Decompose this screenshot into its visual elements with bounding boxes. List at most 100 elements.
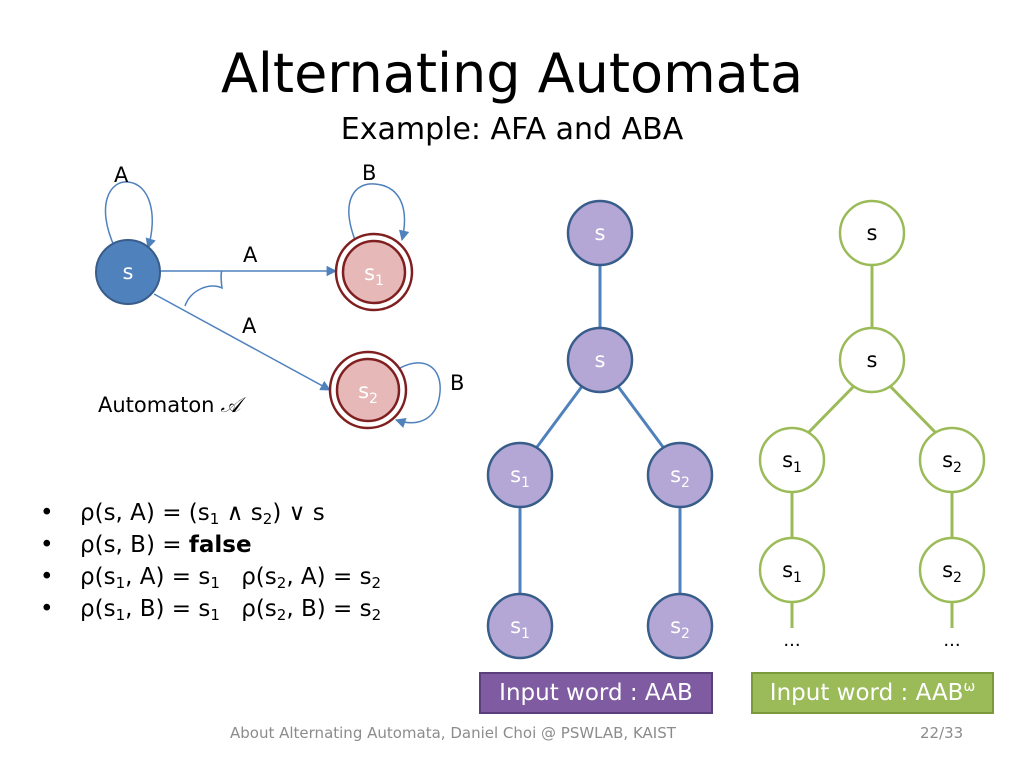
aba-node-mid-label: s [867, 348, 878, 372]
aba-node-root-label: s [867, 221, 878, 245]
conjunction-arc [184, 270, 223, 307]
automaton-caption: Automaton [98, 393, 214, 417]
rule3-p2-sub: 2 [276, 574, 287, 592]
automaton-graph: A B A A B s s1 s2 Autom [95, 161, 464, 430]
rule4-v2: s [359, 596, 372, 622]
state-s1-sub: 1 [375, 273, 384, 289]
page-number: 22/33 [920, 724, 964, 742]
edge-s-to-s2-label: A [242, 314, 257, 338]
afa-node-r2-label: s [670, 614, 681, 638]
aba-input-word-omega: ω [963, 679, 976, 695]
aba-node-root: s [838, 199, 906, 267]
state-s1: s1 [334, 232, 414, 312]
state-s: s [95, 239, 161, 305]
afa-node-l2-label: s [510, 614, 521, 638]
rule1-a: (s [188, 500, 210, 526]
state-s2-label: s [358, 379, 369, 403]
rule4-v2-sub: 2 [371, 606, 382, 624]
rule2-eq: = [162, 532, 182, 558]
loop-s2-label: B [450, 371, 464, 395]
afa-node-l1-sub: 1 [521, 475, 530, 491]
loop-s-label: A [114, 163, 129, 187]
state-s1-label: s [364, 261, 375, 285]
rule4-p1-rest: , B) [125, 596, 165, 622]
svg-text:s2: s2 [942, 448, 962, 476]
afa-node-l2-sub: 1 [521, 626, 530, 642]
aba-node-l1: s1 [758, 426, 826, 494]
rule3-v2: s [359, 564, 372, 590]
rule4-v1: s [198, 596, 211, 622]
svg-text:s1: s1 [782, 448, 802, 476]
afa-node-mid-label: s [595, 348, 606, 372]
afa-node-r1: s2 [646, 441, 714, 509]
rule-item: ρ(s1, B) = s1 ρ(s2, B) = s2 [40, 593, 381, 625]
rule4-p2-sub: 2 [276, 606, 287, 624]
rule3-v1-sub: 1 [210, 574, 220, 592]
afa-node-mid: s [566, 326, 634, 394]
aba-node-r2: s2 [918, 536, 986, 604]
automaton-symbol: 𝒜 [220, 393, 246, 417]
loop-s1-label: B [362, 161, 376, 185]
aba-node-l2: s1 [758, 536, 826, 604]
rule2-value: false [188, 532, 252, 558]
rule3-v2-sub: 2 [371, 574, 382, 592]
aba-node-l1-sub: 1 [793, 460, 802, 476]
svg-text:s1: s1 [510, 614, 530, 642]
afa-input-word-text: Input word : AAB [499, 680, 693, 706]
aba-node-r1: s2 [918, 426, 986, 494]
afa-node-l2: s1 [486, 592, 554, 660]
rule1-rest: ) ∨ s [272, 500, 325, 526]
aba-node-mid: s [838, 326, 906, 394]
rule3-eq2: = [332, 564, 353, 590]
edge-s-to-s2 [153, 293, 331, 391]
afa-node-r2: s2 [646, 592, 714, 660]
slide-subtitle: Example: AFA and ABA [340, 112, 684, 147]
rule3-p2-rest: , A) [286, 564, 326, 590]
svg-text:s2: s2 [942, 558, 962, 586]
rule4-eq2: = [333, 596, 353, 622]
slide-title: Alternating Automata [220, 42, 804, 105]
rule1-b-sub: 2 [262, 510, 273, 528]
rule4-p2: ρ(s [241, 596, 277, 622]
afa-input-word-label: Input word : AAB [479, 672, 713, 714]
svg-text:s2: s2 [670, 614, 690, 642]
aba-ellipsis-left: ... [783, 630, 800, 651]
rule1-a-sub: 1 [209, 510, 220, 528]
afa-node-root-label: s [595, 221, 606, 245]
rule4-p1: ρ(s [80, 596, 116, 622]
rule4-p2-rest: , B) [286, 596, 326, 622]
afa-node-root: s [566, 199, 634, 267]
aba-input-word-text: Input word : AAB [769, 680, 964, 706]
rule4-eq1: = [171, 596, 192, 622]
rule-item: ρ(s1, A) = s1 ρ(s2, A) = s2 [40, 561, 381, 593]
afa-node-r1-sub: 2 [681, 475, 690, 491]
state-s2-sub: 2 [369, 391, 378, 407]
rule3-p1-rest: , A) [125, 564, 165, 590]
svg-text:s2: s2 [670, 463, 690, 491]
loop-s2-edge [395, 362, 441, 428]
aba-ellipsis-right: ... [943, 630, 960, 651]
afa-node-l1: s1 [486, 441, 554, 509]
svg-text:s1: s1 [782, 558, 802, 586]
rule3-eq1: = [171, 564, 192, 590]
rule1-eq: = [162, 500, 182, 526]
afa-node-r2-sub: 2 [681, 626, 690, 642]
edge-s-to-s1-label: A [243, 243, 258, 267]
aba-node-r1-label: s [942, 448, 953, 472]
aba-run-tree: s s s1 s2 s1 s2 ... ... [758, 199, 986, 651]
afa-node-l1-label: s [510, 463, 521, 487]
aba-input-word-label: Input word : AABω [751, 672, 994, 714]
aba-node-r2-sub: 2 [953, 570, 962, 586]
aba-node-l1-label: s [782, 448, 793, 472]
svg-text:s1: s1 [510, 463, 530, 491]
rule3-p1: ρ(s [80, 564, 116, 590]
rule3-p1-sub: 1 [115, 574, 126, 592]
svg-text:s2: s2 [358, 379, 378, 407]
loop-s1-edge [348, 183, 410, 242]
state-s-label: s [123, 260, 134, 284]
aba-node-l2-sub: 1 [793, 570, 802, 586]
rule1-and: ∧ s [219, 500, 263, 526]
rule3-p2: ρ(s [241, 564, 277, 590]
